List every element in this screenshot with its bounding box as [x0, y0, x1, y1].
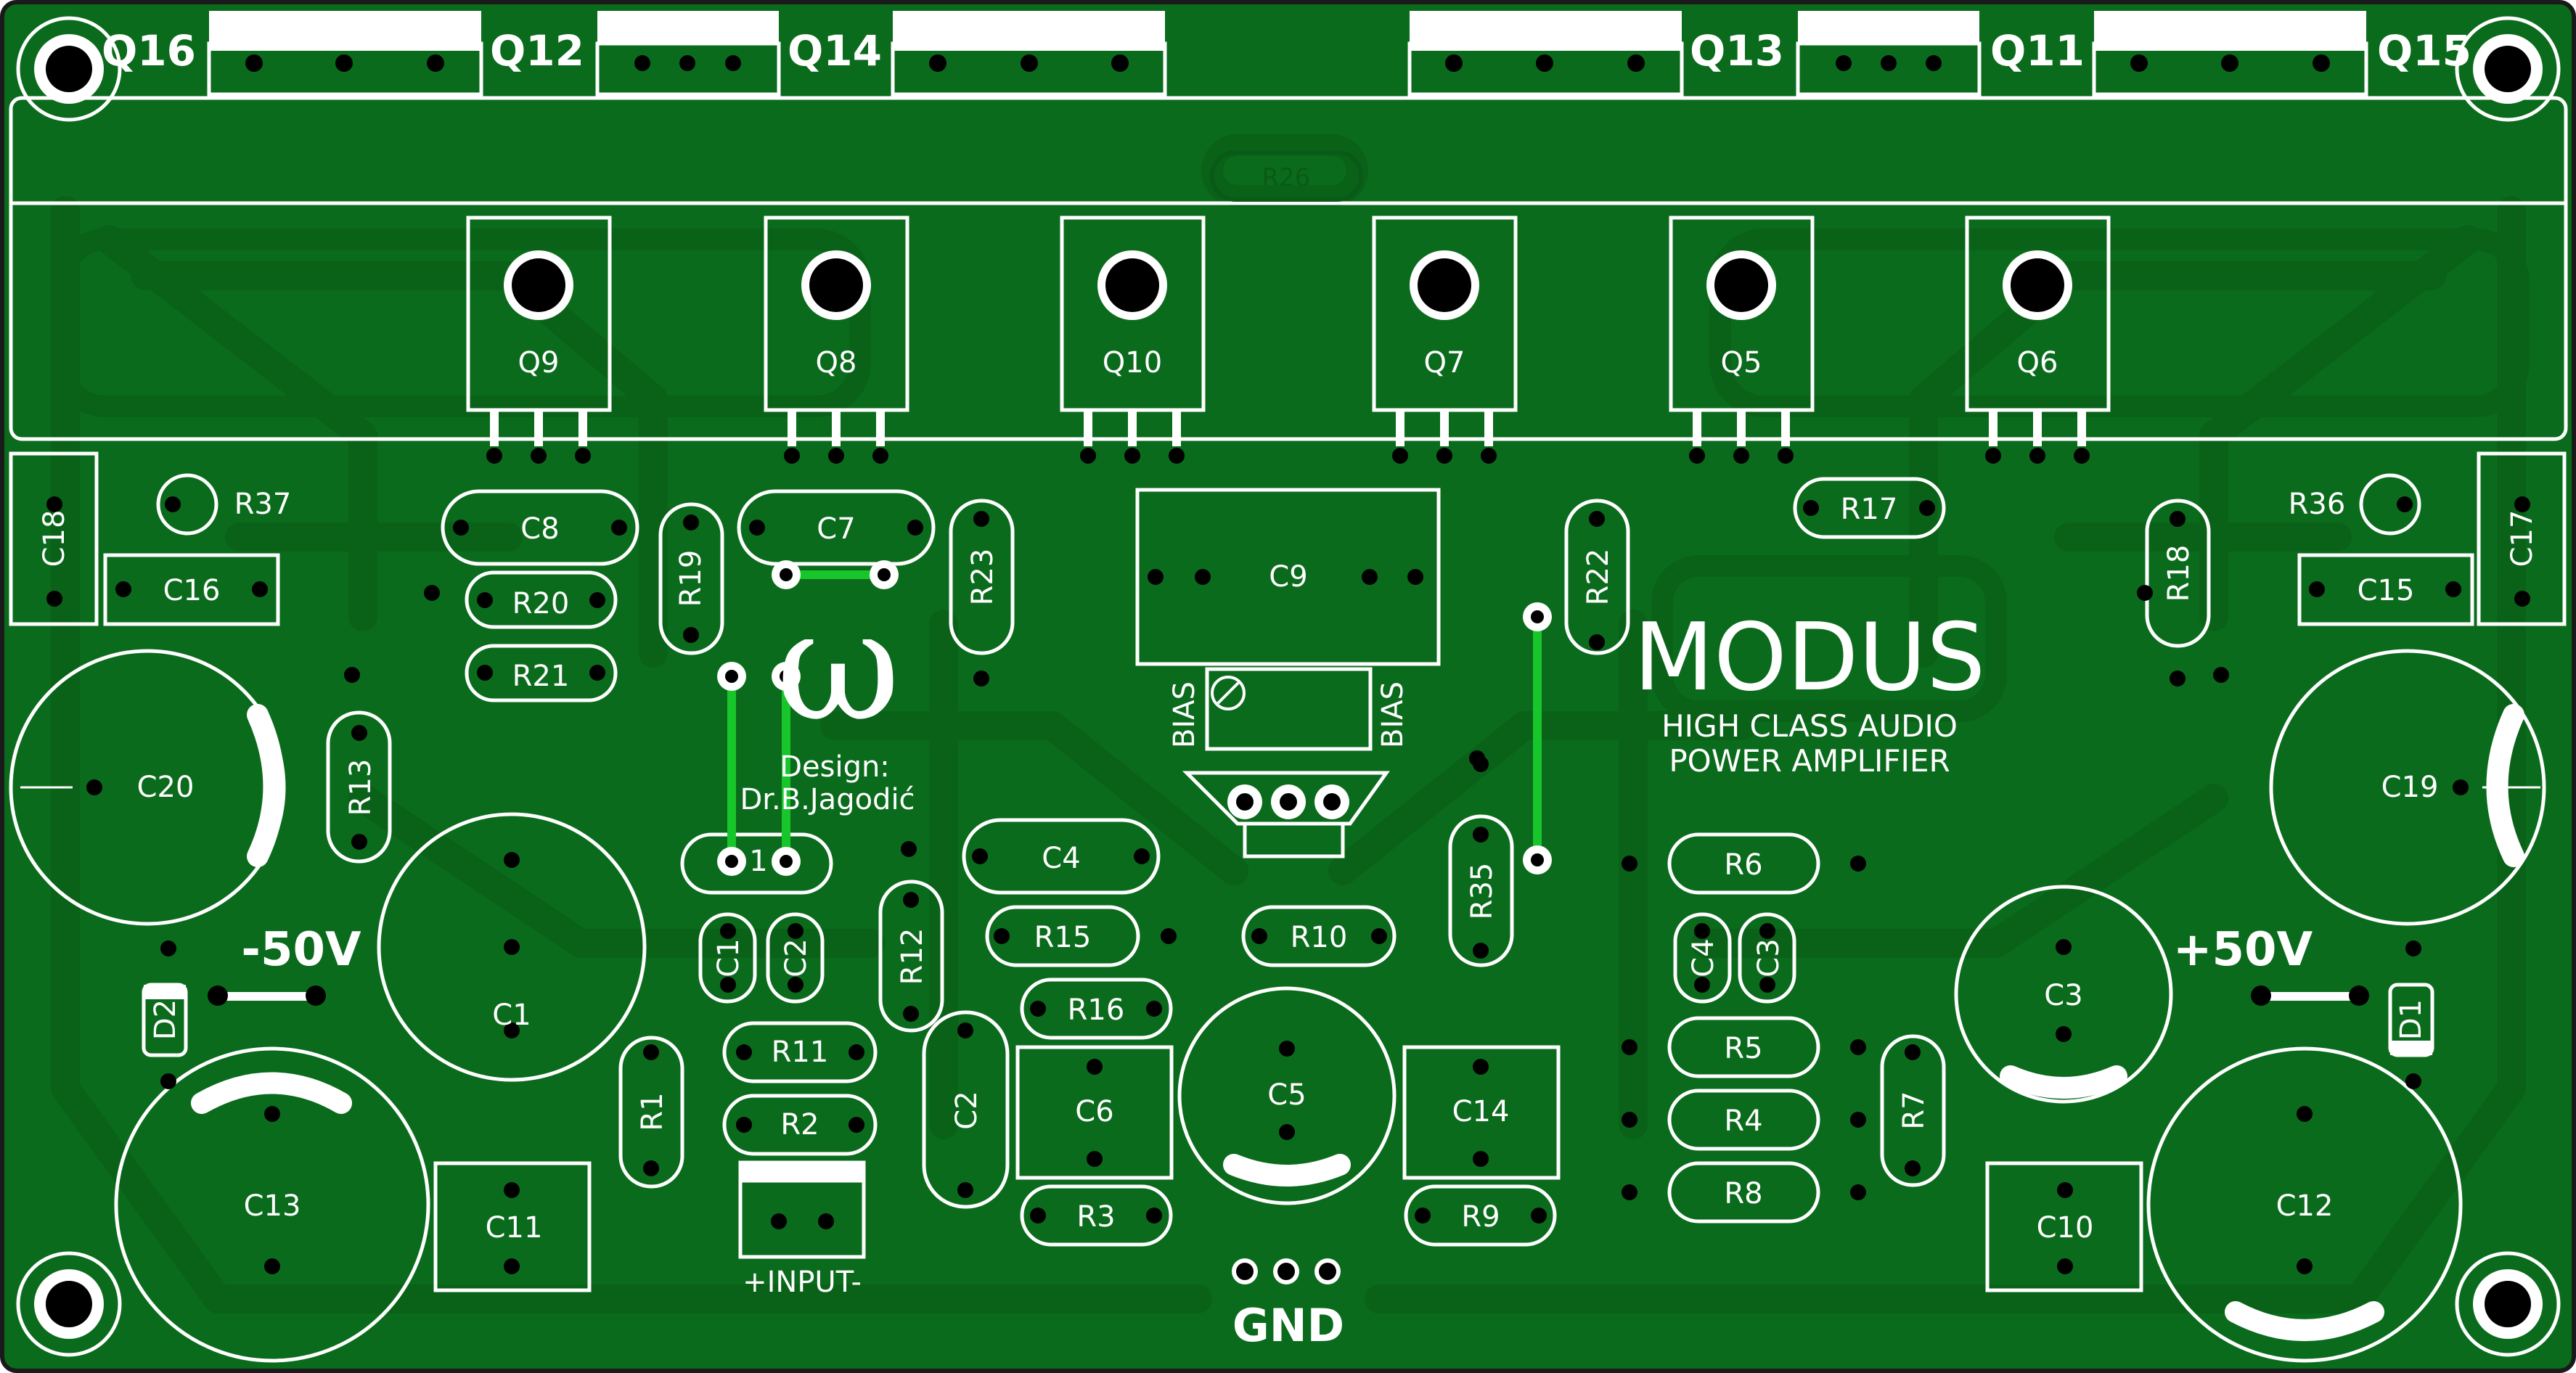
label-r7: R7 — [1897, 1091, 1931, 1129]
label-c16: C16 — [163, 574, 221, 607]
label-c20: C20 — [137, 771, 195, 804]
label-r19: R19 — [674, 550, 708, 607]
copper-pads-faint — [51, 134, 2530, 722]
mounting-hole — [16, 1251, 122, 1357]
jumper-wires — [727, 570, 1542, 866]
board-title: MODUS — [1634, 604, 1986, 712]
driver-transistors: Q9 Q8 Q10 Q7 Q5 Q6 — [466, 216, 2111, 464]
label-c17: C17 — [2506, 510, 2539, 567]
label-c2s: C2 — [780, 938, 813, 977]
label-c13: C13 — [244, 1189, 301, 1223]
bias-label-left: BIAS — [1168, 681, 1201, 748]
solder-pads — [46, 496, 2530, 1284]
mounting-hole — [16, 16, 122, 122]
electrolytic-caps — [9, 649, 2546, 1363]
label-r21: R21 — [512, 660, 570, 693]
label-c12: C12 — [2276, 1189, 2334, 1223]
label-d2: D2 — [149, 999, 182, 1040]
label-c1s: C1 — [712, 938, 745, 977]
label-r20: R20 — [512, 587, 570, 620]
label-c4: C4 — [1042, 842, 1080, 875]
label-r16: R16 — [1068, 993, 1125, 1027]
top-transistor-labels: Q16 Q12 Q14 Q13 Q11 Q15 — [102, 26, 2471, 75]
label-r23: R23 — [966, 549, 999, 606]
label-c15: C15 — [2358, 574, 2415, 607]
label-r15: R15 — [1034, 921, 1092, 954]
label-j1: 1 — [749, 845, 767, 878]
ghost-r26-label: R26 — [1262, 163, 1311, 192]
label-q5: Q5 — [1721, 346, 1762, 380]
label-r9: R9 — [1461, 1200, 1500, 1234]
label-r3: R3 — [1076, 1200, 1115, 1234]
label-c3: C3 — [2044, 979, 2082, 1012]
top-transistors — [207, 11, 2368, 97]
bias-label-right: BIAS — [1376, 681, 1410, 748]
component-outlines — [9, 451, 2567, 1292]
mounting-holes — [16, 16, 2561, 1357]
label-c18: C18 — [38, 510, 71, 567]
label-r17: R17 — [1841, 493, 1898, 526]
label-c7: C7 — [817, 512, 855, 546]
label-r8: R8 — [1724, 1177, 1762, 1210]
label-c8: C8 — [520, 512, 559, 546]
label-c1: C1 — [492, 999, 531, 1032]
label-q7: Q7 — [1424, 346, 1465, 380]
label-q14: Q14 — [788, 26, 882, 75]
label-r35: R35 — [1465, 863, 1499, 920]
branding: ω Design: Dr.B.Jagodić MODUS HIGH CLASS … — [241, 577, 2313, 1352]
label-c14: C14 — [1452, 1095, 1510, 1128]
diode-bands — [144, 985, 2432, 1055]
board-subtitle-1: HIGH CLASS AUDIO — [1661, 708, 1958, 744]
label-r6: R6 — [1724, 848, 1762, 882]
heatsink-outline — [9, 96, 2568, 441]
label-r18: R18 — [2162, 545, 2196, 602]
pos-rail-label: +50V — [2173, 923, 2313, 977]
label-d1: D1 — [2395, 999, 2428, 1040]
input-label: +INPUT- — [743, 1266, 862, 1299]
label-q10: Q10 — [1103, 346, 1162, 380]
label-r36: R36 — [2289, 488, 2346, 521]
gnd-label: GND — [1232, 1299, 1344, 1352]
label-q12: Q12 — [490, 26, 584, 75]
label-q6: Q6 — [2017, 346, 2058, 380]
label-r10: R10 — [1291, 921, 1348, 954]
ghost-r26-outline — [1210, 150, 1363, 202]
mounting-hole — [2455, 1251, 2561, 1357]
label-c6: C6 — [1075, 1095, 1113, 1128]
label-c5: C5 — [1267, 1078, 1306, 1112]
neg-rail-label: -50V — [241, 923, 361, 977]
mounting-hole — [2455, 16, 2561, 122]
label-c4b: C4 — [1687, 938, 1720, 977]
top-transistor-pins — [245, 54, 2330, 72]
label-r13: R13 — [344, 759, 377, 816]
label-r12: R12 — [896, 928, 929, 985]
label-c3b: C3 — [1752, 938, 1786, 977]
board-subtitle-2: POWER AMPLIFIER — [1669, 743, 1950, 779]
label-q9: Q9 — [518, 346, 560, 380]
label-c2: C2 — [950, 1091, 984, 1129]
label-q13: Q13 — [1690, 26, 1784, 75]
label-c10: C10 — [2037, 1211, 2094, 1245]
label-r5: R5 — [1724, 1032, 1762, 1065]
label-c19: C19 — [2381, 771, 2439, 804]
label-c9: C9 — [1269, 560, 1307, 594]
label-r11: R11 — [772, 1036, 829, 1069]
label-c11: C11 — [486, 1211, 543, 1245]
copper-traces — [51, 196, 2526, 1313]
label-r4: R4 — [1724, 1104, 1762, 1138]
label-r22: R22 — [1582, 549, 1615, 606]
logo-glyph: ω — [776, 577, 900, 755]
component-labels: C18 R37 C16 C8 R20 R21 R19 C7 R23 C9 R22… — [38, 488, 2539, 1245]
label-r1: R1 — [636, 1092, 669, 1131]
label-r2: R2 — [780, 1108, 819, 1142]
label-r37: R37 — [234, 488, 292, 521]
design-line1: Design: — [780, 750, 890, 784]
label-q8: Q8 — [816, 346, 857, 380]
label-q11: Q11 — [1990, 26, 2085, 75]
design-line2: Dr.B.Jagodić — [740, 783, 915, 816]
